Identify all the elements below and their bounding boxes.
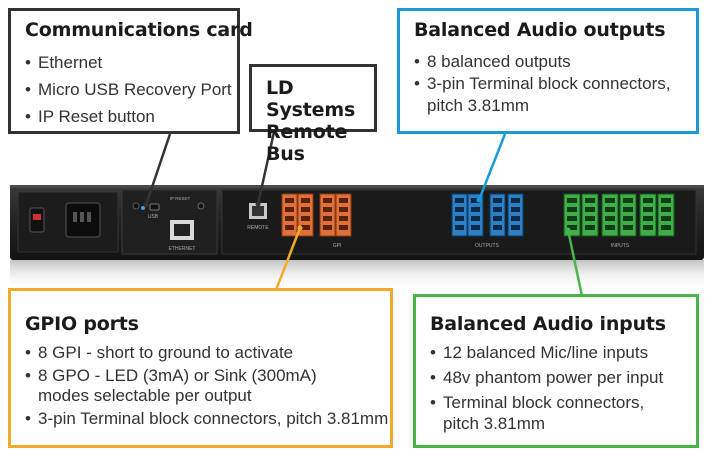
list-item: 3-pin Terminal block connectors, [414, 73, 670, 95]
remote-port-label: REMOTE [247, 225, 269, 231]
list-item: Ethernet [25, 49, 232, 76]
callout-title: Balanced Audio inputs [430, 313, 666, 335]
list-item: IP Reset button [25, 103, 232, 130]
list-item: 3-pin Terminal block connectors, pitch 3… [25, 409, 388, 429]
continuation-text: pitch 3.81mm [443, 414, 546, 433]
callout-title: LD Systems Remote Bus [266, 77, 356, 165]
gpio-ports-callout: GPIO ports 8 GPI - short to ground to ac… [8, 288, 393, 448]
inputs-leader-line [566, 229, 584, 297]
outputs-leader-line [477, 133, 507, 201]
list-item: Terminal block connectors, [430, 392, 663, 413]
callout-title: Balanced Audio outputs [414, 19, 666, 41]
ldsys-leader-line [256, 131, 276, 205]
ip-reset-label: IP RESET [170, 196, 191, 201]
list-item-continuation: pitch 3.81mm [430, 413, 663, 434]
continuation-text: pitch 3.81mm [427, 96, 530, 115]
list-item-continuation: modes selectable per output [25, 386, 388, 406]
communications-card [121, 189, 218, 255]
output-terminal-group [451, 193, 524, 237]
remote-bus-callout: LD Systems Remote Bus [249, 64, 377, 165]
balanced-inputs-callout: Balanced Audio inputs 12 balanced Mic/li… [413, 294, 699, 448]
list-item: 8 GPI - short to ground to activate [25, 343, 388, 363]
ethernet-port-label: ETHERNET [169, 246, 196, 252]
communications-card-callout: Communications card Ethernet Micro USB R… [8, 8, 253, 134]
gpio-leader-line [274, 227, 302, 291]
outputs-label: OUTPUTS [475, 243, 500, 249]
continuation-text: modes selectable per output [38, 386, 252, 405]
usb-led [141, 206, 145, 210]
ip-reset-button [197, 202, 205, 210]
callout-list: 12 balanced Mic/line inputs 48v phantom … [430, 342, 663, 434]
inputs-label: INPUTS [611, 243, 630, 249]
balanced-outputs-callout: Balanced Audio outputs 8 balanced output… [397, 8, 699, 134]
callout-list: 8 GPI - short to ground to activate 8 GP… [25, 343, 388, 429]
comm-leader-line [144, 133, 172, 206]
usb-port-label: USB [148, 214, 159, 220]
gpio-terminal-group [281, 193, 352, 237]
callout-title: Communications card [25, 19, 253, 41]
callout-list: 8 balanced outputs 3-pin Terminal block … [414, 51, 670, 117]
usb-port [149, 203, 160, 211]
callout-list: Ethernet Micro USB Recovery Port IP Rese… [25, 49, 232, 130]
gpi-label: GPI [333, 243, 342, 249]
list-item-continuation: pitch 3.81mm [414, 95, 670, 117]
callout-title: GPIO ports [25, 313, 139, 335]
list-item: 8 balanced outputs [414, 51, 670, 73]
input-terminal-group [563, 193, 675, 237]
list-item: 8 GPO - LED (3mA) or Sink (300mA) [25, 366, 388, 386]
list-item: Micro USB Recovery Port [25, 76, 232, 103]
list-item: 12 balanced Mic/line inputs [430, 342, 663, 363]
list-item: 48v phantom power per input [430, 367, 663, 388]
